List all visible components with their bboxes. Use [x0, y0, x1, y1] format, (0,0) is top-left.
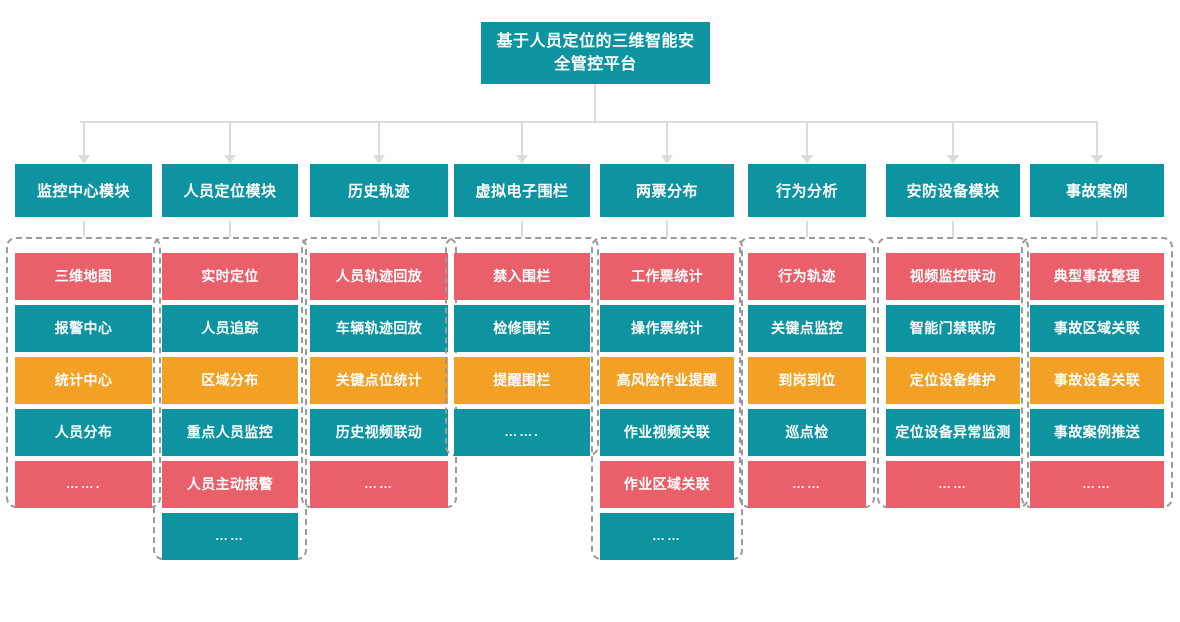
connector-arrow-8	[1091, 155, 1103, 164]
column-header-4[interactable]: 虚拟电子围栏	[454, 164, 590, 217]
leaf-item-8-2[interactable]: 事故区域关联	[1030, 305, 1164, 352]
leaf-item-4-1[interactable]: 禁入围栏	[454, 253, 590, 300]
column-header-2[interactable]: 人员定位模块	[162, 164, 298, 217]
connector-drop-5	[666, 121, 668, 157]
connector-arrow-3	[373, 155, 385, 164]
leaf-item-5-3[interactable]: 高风险作业提醒	[600, 357, 734, 404]
connector-arrow-7	[947, 155, 959, 164]
leaf-item-3-2[interactable]: 车辆轨迹回放	[310, 305, 448, 352]
leaf-item-6-5[interactable]: ……	[748, 461, 866, 508]
leaf-item-2-1[interactable]: 实时定位	[162, 253, 298, 300]
leaf-item-1-3[interactable]: 统计中心	[15, 357, 152, 404]
column-header-7[interactable]: 安防设备模块	[886, 164, 1020, 217]
connector-tick-8	[1096, 221, 1098, 237]
leaf-item-4-3[interactable]: 提醒围栏	[454, 357, 590, 404]
leaf-item-2-4[interactable]: 重点人员监控	[162, 409, 298, 456]
leaf-item-4-2[interactable]: 检修围栏	[454, 305, 590, 352]
leaf-item-3-1[interactable]: 人员轨迹回放	[310, 253, 448, 300]
connector-arrow-6	[801, 155, 813, 164]
connector-tick-1	[82, 221, 85, 237]
leaf-item-5-4[interactable]: 作业视频关联	[600, 409, 734, 456]
leaf-item-8-3[interactable]: 事故设备关联	[1030, 357, 1164, 404]
root-title-box: 基于人员定位的三维智能安全管控平台	[481, 22, 710, 84]
leaf-item-6-4[interactable]: 巡点检	[748, 409, 866, 456]
connector-tick-2	[229, 221, 231, 237]
connector-tick-4	[521, 221, 523, 237]
leaf-item-7-5[interactable]: ……	[886, 461, 1020, 508]
leaf-item-7-3[interactable]: 定位设备维护	[886, 357, 1020, 404]
leaf-item-2-5[interactable]: 人员主动报警	[162, 461, 298, 508]
connector-drop-1	[82, 121, 85, 157]
connector-drop-6	[806, 121, 808, 157]
leaf-item-2-3[interactable]: 区域分布	[162, 357, 298, 404]
leaf-item-1-2[interactable]: 报警中心	[15, 305, 152, 352]
leaf-item-1-1[interactable]: 三维地图	[15, 253, 152, 300]
leaf-item-4-4[interactable]: …….	[454, 409, 590, 456]
connector-arrow-1	[77, 155, 90, 164]
connector-tick-6	[806, 221, 808, 237]
connector-drop-8	[1096, 121, 1098, 157]
leaf-item-1-4[interactable]: 人员分布	[15, 409, 152, 456]
leaf-item-3-3[interactable]: 关键点位统计	[310, 357, 448, 404]
leaf-item-5-1[interactable]: 工作票统计	[600, 253, 734, 300]
leaf-item-8-4[interactable]: 事故案例推送	[1030, 409, 1164, 456]
connector-drop-3	[378, 121, 380, 157]
leaf-item-8-5[interactable]: ……	[1030, 461, 1164, 508]
leaf-item-2-2[interactable]: 人员追踪	[162, 305, 298, 352]
connector-drop-4	[521, 121, 523, 157]
root-connector-stem	[594, 84, 596, 122]
leaf-item-3-5[interactable]: ……	[310, 461, 448, 508]
connector-tick-7	[952, 221, 954, 237]
leaf-item-5-6[interactable]: ……	[600, 513, 734, 560]
leaf-item-8-1[interactable]: 典型事故整理	[1030, 253, 1164, 300]
leaf-item-5-2[interactable]: 操作票统计	[600, 305, 734, 352]
leaf-item-7-1[interactable]: 视频监控联动	[886, 253, 1020, 300]
leaf-item-5-5[interactable]: 作业区域关联	[600, 461, 734, 508]
connector-arrow-4	[516, 155, 528, 164]
leaf-item-3-4[interactable]: 历史视频联动	[310, 409, 448, 456]
column-header-3[interactable]: 历史轨迹	[310, 164, 448, 217]
connector-drop-7	[952, 121, 954, 157]
connector-drop-2	[229, 121, 231, 157]
leaf-item-7-4[interactable]: 定位设备异常监测	[886, 409, 1020, 456]
connector-bus	[80, 121, 1097, 123]
leaf-item-7-2[interactable]: 智能门禁联防	[886, 305, 1020, 352]
column-header-8[interactable]: 事故案例	[1030, 164, 1164, 217]
connector-arrow-5	[661, 155, 673, 164]
leaf-item-6-2[interactable]: 关键点监控	[748, 305, 866, 352]
column-header-1[interactable]: 监控中心模块	[15, 164, 152, 217]
leaf-item-2-6[interactable]: ……	[162, 513, 298, 560]
leaf-item-1-5[interactable]: …….	[15, 461, 152, 508]
connector-tick-5	[666, 221, 668, 237]
connector-arrow-2	[224, 155, 236, 164]
leaf-item-6-3[interactable]: 到岗到位	[748, 357, 866, 404]
connector-tick-3	[378, 221, 380, 237]
leaf-item-6-1[interactable]: 行为轨迹	[748, 253, 866, 300]
column-header-5[interactable]: 两票分布	[600, 164, 734, 217]
column-header-6[interactable]: 行为分析	[748, 164, 866, 217]
